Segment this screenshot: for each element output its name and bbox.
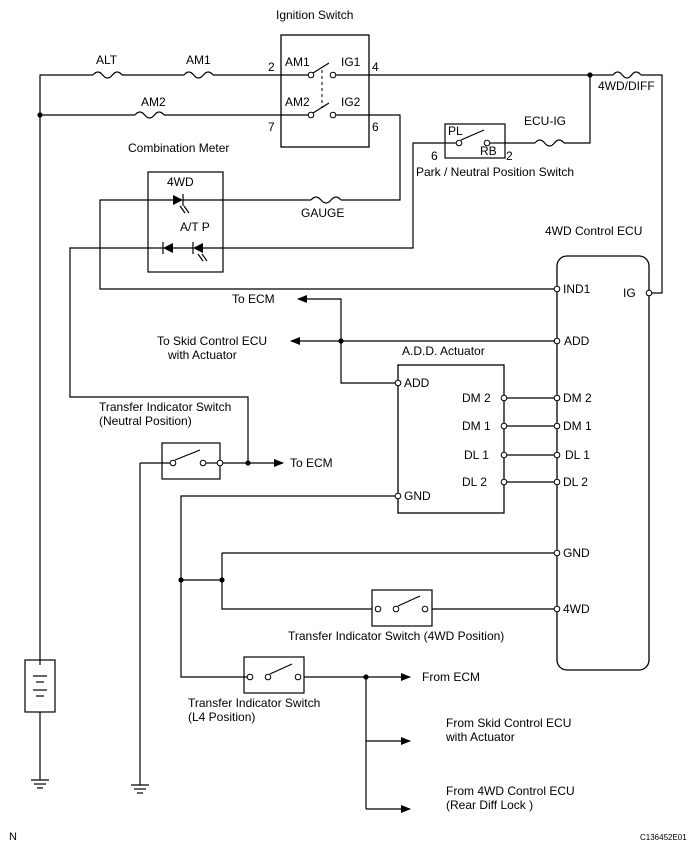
transfer-switch-4wd (371, 589, 433, 627)
ground-symbol (131, 784, 149, 794)
meter-4wd-label: 4WD (167, 175, 194, 189)
am2-fuse (134, 111, 165, 119)
pin-2-label: 2 (268, 60, 275, 74)
from-skid-label-1: From Skid Control ECU (446, 716, 571, 730)
ecu-ig-fuse-label: ECU-IG (524, 114, 566, 128)
pin-4-label: 4 (372, 60, 379, 74)
pin-6-label: 6 (372, 120, 379, 134)
am2-fuse-label: AM2 (141, 95, 166, 109)
meter-atp-label: A/T P (180, 220, 210, 234)
ecu-ig-fuse (534, 139, 565, 147)
pns-pin2-label: 2 (506, 149, 513, 163)
to-ecm-top-label: To ECM (232, 292, 275, 306)
ecu-ind1-label: IND1 (563, 282, 591, 296)
switch-am2-label: AM2 (285, 95, 310, 109)
wd-diff-fuse-label: 4WD/DIFF (598, 79, 655, 93)
act-dm1-label: DM 1 (462, 419, 491, 433)
switch-am1-label: AM1 (285, 55, 310, 69)
act-dl1-label: DL 1 (464, 448, 489, 462)
ecu-ig-label: IG (623, 286, 636, 300)
alt-label: ALT (96, 53, 118, 67)
ecu-title: 4WD Control ECU (545, 224, 642, 238)
pns-pin6-label: 6 (431, 149, 438, 163)
transfer-switch-neutral (140, 442, 224, 480)
ecu-4wd-label: 4WD (563, 602, 590, 616)
ignition-switch-title: Ignition Switch (276, 8, 353, 22)
ecu-terminals (553, 285, 653, 613)
labels: Ignition Switch ALT AM1 AM2 2 7 4 6 AM1 … (9, 8, 687, 843)
junction-dot (587, 72, 593, 78)
act-add-label: ADD (404, 376, 430, 390)
ecu-dl1-label: DL 1 (565, 448, 590, 462)
pin-7-label: 7 (268, 120, 275, 134)
to-skid-label-2: with Actuator (167, 348, 237, 362)
4wd-control-ecu (556, 255, 650, 671)
to-ecm-mid-label: To ECM (290, 456, 333, 470)
act-dl2-label: DL 2 (462, 475, 487, 489)
switch-ig2-label: IG2 (341, 95, 361, 109)
pns-rb-label: RB (480, 144, 497, 158)
am1-fuse-label: AM1 (186, 53, 211, 67)
figure-code-label: C136452E01 (640, 833, 687, 842)
ignition-switch (280, 34, 370, 148)
tis-neutral-label-2: (Neutral Position) (99, 414, 192, 428)
transfer-switch-l4 (243, 656, 305, 694)
tis-neutral-label-1: Transfer Indicator Switch (99, 400, 231, 414)
park-neutral-switch (444, 123, 506, 159)
from-ecm-label: From ECM (422, 670, 480, 684)
gauge-fuse (310, 196, 342, 204)
battery (24, 659, 56, 713)
ecu-dl2-label: DL 2 (563, 475, 588, 489)
corner-n-label: N (9, 831, 17, 843)
ecu-dm2-label: DM 2 (563, 391, 592, 405)
act-dm2-label: DM 2 (462, 391, 491, 405)
to-skid-label-1: To Skid Control ECU (157, 334, 267, 348)
pns-pl-label: PL (448, 124, 463, 138)
tis-4wd-label: Transfer Indicator Switch (4WD Position) (288, 629, 504, 643)
combination-meter (147, 171, 224, 273)
tis-l4-label-1: Transfer Indicator Switch (188, 696, 320, 710)
power-wiring (39, 74, 663, 665)
junction-dot (37, 112, 43, 118)
wd-diff-fuse (612, 71, 642, 79)
combination-meter-title: Combination Meter (128, 141, 229, 155)
from-4wd-label-1: From 4WD Control ECU (446, 784, 575, 798)
pns-switch-title: Park / Neutral Position Switch (416, 165, 574, 179)
ecu-gnd-label: GND (563, 546, 590, 560)
ground-symbol (31, 779, 49, 789)
am1-fuse (183, 71, 214, 79)
add-actuator (394, 364, 508, 514)
gauge-fuse-label: GAUGE (301, 206, 344, 220)
ecu-dm1-label: DM 1 (563, 419, 592, 433)
ecu-add-label: ADD (564, 334, 590, 348)
act-gnd-label: GND (404, 489, 431, 503)
tis-l4-label-2: (L4 Position) (188, 710, 255, 724)
from-skid-label-2: with Actuator (445, 730, 515, 744)
from-4wd-label-2: (Rear Diff Lock ) (446, 798, 533, 812)
switch-ig1-label: IG1 (341, 55, 361, 69)
alt-fuse (92, 71, 123, 79)
add-actuator-title: A.D.D. Actuator (402, 344, 485, 358)
